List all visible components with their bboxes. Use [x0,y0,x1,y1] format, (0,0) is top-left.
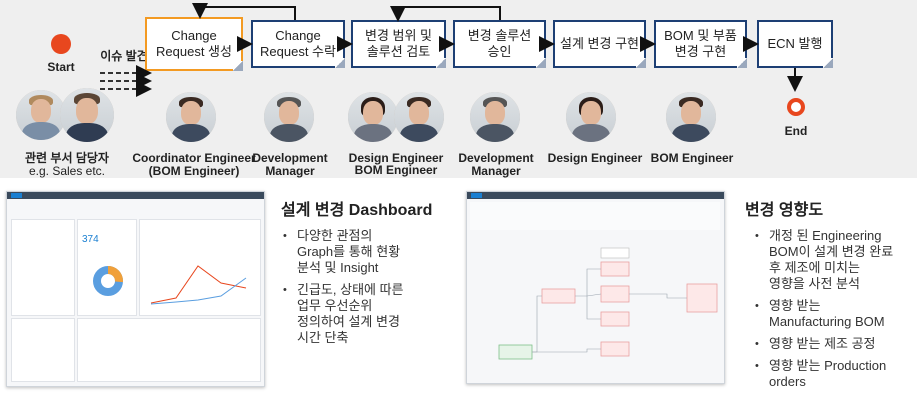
avatar-design-engineer [566,92,616,142]
impact-bullets: 개정 된 Engineering BOM이 설계 변경 완료 후 제조에 미치는… [755,228,915,396]
impact-bullet: 영향 받는 제조 공정 [755,336,915,352]
avatar-development-manager [264,92,314,142]
end-label: End [784,124,808,138]
line-chart [150,265,247,305]
avatar-bom-engineer [394,92,444,142]
line-chart-tile [139,219,261,316]
kpi-value: 374 [82,234,99,245]
dashboard-bullets: 다양한 관점의 Graph를 통해 현황 분석 및 Insight 긴급도, 상… [283,228,448,352]
impact-screenshot [466,191,725,384]
role-development-2-sub: Manager [471,164,521,178]
role-design-bom: Design Engineer [348,151,444,165]
impact-bullet: 개정 된 Engineering BOM이 설계 변경 완료 후 제조에 미치는… [755,228,915,292]
role-design: Design Engineer [547,151,643,165]
impact-tree [498,247,718,360]
start-marker [51,34,71,54]
step-label: 변경 솔루션 승인 [467,28,532,59]
filter-bar [470,202,720,230]
dashboard-bullet: 긴급도, 상태에 따른 업무 우선순위 정의하여 설계 변경 시간 단축 [283,282,448,346]
role-design-bom-sub: BOM Engineer [354,163,438,177]
dashboard-screenshot: 374 [6,191,265,387]
step-label: Change Request 생성 [156,28,232,59]
role-coordinator: Coordinator Engineer [132,151,256,165]
step-ecn-issue: ECN 발행 [757,20,833,68]
start-label: Start [47,60,75,74]
donut-chart [93,266,123,296]
step-label: Change Request 수락 [260,28,336,59]
issue-label: 이슈 발견 [100,49,148,63]
step-label: 설계 변경 구현 [560,36,639,51]
role-related-dept: 관련 부서 담당자 [25,151,109,165]
kpi-tile: 374 [77,219,137,316]
avatar-bom-engineer-2 [666,92,716,142]
avatar-coordinator [166,92,216,142]
role-development-sub: Manager [265,164,315,178]
shell-bar [7,192,264,199]
role-bom: BOM Engineer [650,151,734,165]
step-label: 변경 범위 및 솔루션 검토 [364,28,433,59]
dashboard-bullet: 다양한 관점의 Graph를 통해 현황 분석 및 Insight [283,228,448,276]
step-label: BOM 및 부품 변경 구현 [664,28,737,59]
sap-logo [471,193,482,198]
sap-logo [11,193,22,198]
role-development-2: Development [458,151,534,165]
quick-links-tile [11,318,75,382]
role-related-dept-example: e.g. Sales etc. [28,164,106,178]
impact-bullet: 영향 받는 Production orders [755,358,915,390]
dashboard-title: 설계 변경 Dashboard [281,202,433,219]
avatar-development-manager-2 [470,92,520,142]
role-coordinator-sub: (BOM Engineer) [148,164,240,178]
list-tile [11,219,75,316]
step-bom-change: BOM 및 부품 변경 구현 [654,20,747,68]
table-tile [77,318,261,382]
avatar-woman [16,90,66,140]
shell-bar [467,192,724,199]
step-label: ECN 발행 [767,36,823,51]
role-development: Development [252,151,328,165]
flow-arrows [100,3,803,97]
impact-title: 변경 영향도 [745,202,824,219]
impact-bullet: 영향 받는 Manufacturing BOM [755,298,915,330]
avatar-design-engineer-female [348,92,398,142]
avatar-man [60,88,114,142]
end-marker [787,98,805,116]
step-solution-approve: 변경 솔루션 승인 [453,20,546,68]
